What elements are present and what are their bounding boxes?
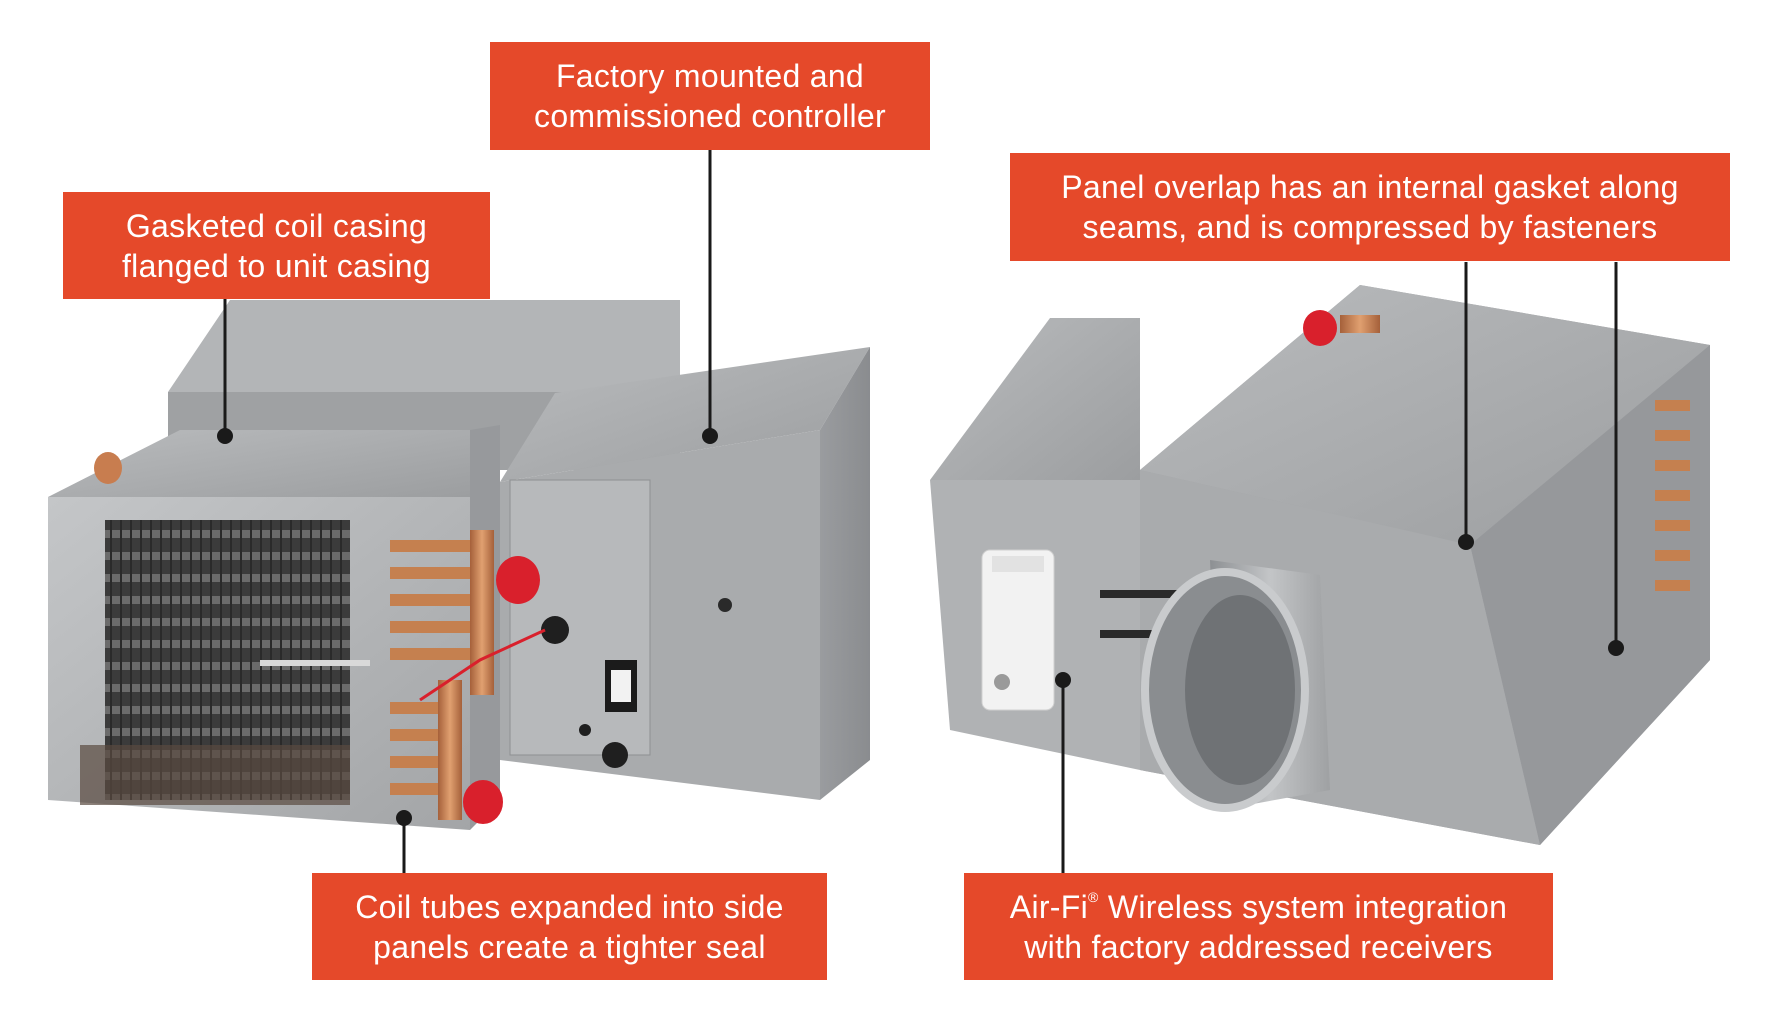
copper-header [470,530,494,695]
controller-panel [509,479,651,756]
callout-gasketed-line2: flanged to unit casing [121,247,432,284]
red-cap-icon [496,556,540,604]
body-top [1140,285,1710,545]
callout-controller-line1: Factory mounted and [555,58,865,94]
trane-logo-icon [994,674,1010,690]
air-fi-receiver [981,549,1055,711]
controller-box-top [500,347,870,482]
airfi-line1-rest: Wireless system integration [1098,888,1508,925]
copper-tube-stubs [390,540,470,795]
callout-panel-overlap: Panel overlap has an internal gasket alo… [1010,153,1730,261]
enclosure-top [930,318,1140,480]
body-side [1470,345,1710,845]
casing-top [168,300,680,392]
coil-casing-top [48,430,470,497]
callout-coil-tubes: Coil tubes expanded into side panels cre… [312,873,827,980]
leader-lines [223,150,1618,875]
left-unit-image [48,300,870,830]
callout-panel-overlap-line1: Panel overlap has an internal gasket alo… [1061,169,1679,205]
callout-controller: Factory mounted and commissioned control… [490,42,930,150]
callout-coil-tubes-line2: panels create a tighter seal [373,928,766,965]
leader-dots [217,428,1624,826]
callout-airfi-line1: Air-Fi® Wireless system integration [1010,887,1507,927]
controller-box-side [820,347,870,800]
callout-gasketed: Gasketed coil casing flanged to unit cas… [63,192,490,299]
callout-gasketed-line1: Gasketed coil casing [125,207,428,244]
copper-tube-stubs-right [1655,400,1690,591]
callout-coil-tubes-line1: Coil tubes expanded into side [355,888,784,925]
callout-panel-overlap-line2: seams, and is compressed by fasteners [1082,209,1658,245]
callout-controller-line2: commissioned controller [534,98,886,134]
red-cap-icon [463,780,503,824]
airfi-brand: Air-Fi [1009,888,1089,925]
callout-airfi: Air-Fi® Wireless system integration with… [964,873,1553,980]
controller-knob [541,616,569,644]
red-cap-icon [1303,310,1337,346]
callout-airfi-line2: with factory addressed receivers [1024,928,1493,965]
right-unit-image [930,285,1710,845]
registered-mark: ® [1088,888,1099,905]
controller-fuse [602,742,628,768]
